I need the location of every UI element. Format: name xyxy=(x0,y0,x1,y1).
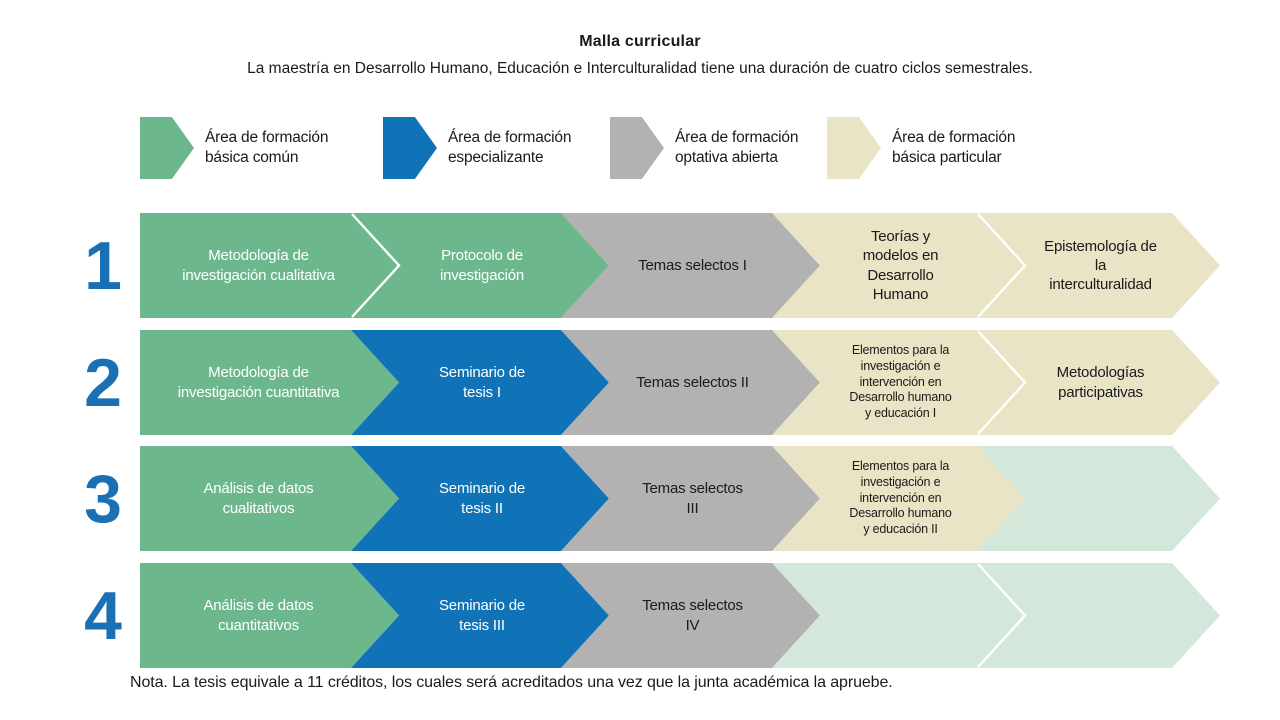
semester-row-3: 3 Análisis de datos cualitativos Seminar… xyxy=(84,446,1220,551)
course-label: Teorías y modelos en Desarrollo Humano xyxy=(862,228,939,303)
legend-item-basica-particular: Área de formación básica particular xyxy=(827,114,1015,182)
legend-item-basica-comun: Área de formación básica común xyxy=(140,114,328,182)
footnote: Nota. La tesis equivale a 11 créditos, l… xyxy=(130,674,893,691)
course-label: Metodologías participativas xyxy=(1056,364,1145,401)
course-label: Seminario de tesis I xyxy=(439,364,525,401)
course-label: Protocolo de investigación xyxy=(439,247,525,284)
course-label: Elementos para la investigación e interv… xyxy=(849,343,952,420)
course-label: Metodología de investigación cualitativa xyxy=(182,247,335,284)
page-title: Malla curricular xyxy=(579,33,701,50)
legend-swatch-beige xyxy=(827,117,881,179)
semester-number: 4 xyxy=(84,577,122,654)
page-subtitle: La maestría en Desarrollo Humano, Educac… xyxy=(247,60,1033,77)
course-label: Temas selectos IV xyxy=(642,597,743,634)
course-label: Temas selectos II xyxy=(636,373,749,391)
semester-number: 1 xyxy=(84,227,122,304)
course-label: Temas selectos III xyxy=(642,480,743,517)
course-cell: Metodología de investigación cuantitativ… xyxy=(140,330,399,435)
course-label: Seminario de tesis II xyxy=(439,480,525,517)
legend-label: Área de formación especializante xyxy=(448,128,572,166)
legend-label: Área de formación básica común xyxy=(205,128,329,166)
course-label: Elementos para la investigación e interv… xyxy=(849,459,952,536)
semester-row-2: 2 Metodología de investigación cuantitat… xyxy=(84,330,1220,435)
legend-swatch-green xyxy=(140,117,194,179)
legend-label: Área de formación básica particular xyxy=(892,128,1016,166)
semester-number: 2 xyxy=(84,344,122,421)
legend-item-especializante: Área de formación especializante xyxy=(383,114,571,182)
legend-swatch-gray xyxy=(610,117,664,179)
legend-item-optativa: Área de formación optativa abierta xyxy=(610,114,798,182)
legend: Área de formación básica común Área de f… xyxy=(0,114,1280,182)
course-label: Epistemología de la interculturalidad xyxy=(1044,237,1157,294)
legend-swatch-blue xyxy=(383,117,437,179)
course-cell: Seminario de tesis III xyxy=(351,563,609,668)
semester-number: 3 xyxy=(84,460,122,537)
course-label: Análisis de datos cualitativos xyxy=(203,480,314,517)
course-cell: Análisis de datos cualitativos xyxy=(140,446,399,551)
legend-label: Área de formación optativa abierta xyxy=(675,128,799,166)
course-cell: Análisis de datos cuantitativos xyxy=(140,563,399,668)
semester-row-4: 4 Análisis de datos cuantitativos Semina… xyxy=(84,563,1220,668)
semester-row-1: 1 Metodología de investigación cualitati… xyxy=(84,213,1220,318)
course-label: Temas selectos I xyxy=(638,256,747,274)
course-cell: Metodología de investigación cualitativa xyxy=(140,213,399,318)
course-label: Seminario de tesis III xyxy=(439,597,525,634)
course-label: Metodología de investigación cuantitativ… xyxy=(177,364,340,401)
course-label: Análisis de datos cuantitativos xyxy=(203,597,314,634)
